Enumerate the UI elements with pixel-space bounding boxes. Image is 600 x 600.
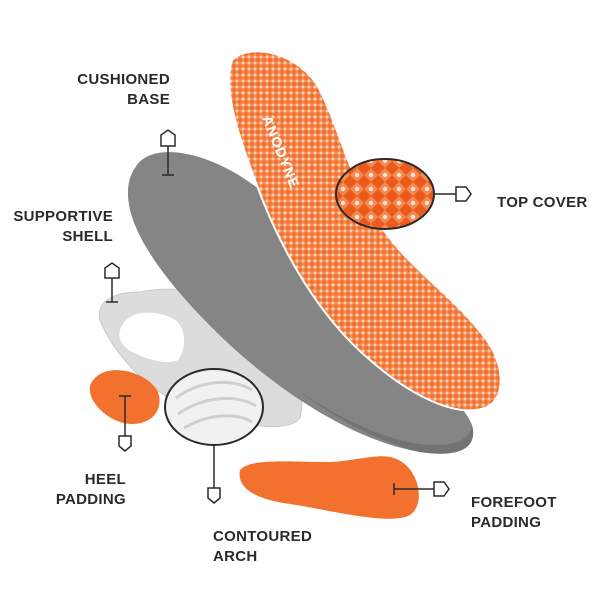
- top-cover-zoom: [335, 158, 435, 230]
- label-top-cover: TOP COVER: [497, 194, 588, 211]
- label-cushioned-base: CUSHIONED BASE: [77, 71, 170, 108]
- shell-heel-cutout: [119, 312, 185, 363]
- forefoot-padding-piece: [239, 456, 419, 519]
- cushioned-base-edge: [300, 392, 474, 454]
- label-forefoot-padding: FOREFOOT PADDING: [471, 494, 557, 531]
- leader-lines: [104, 129, 472, 504]
- label-contoured-arch: CONTOURED ARCH: [213, 528, 313, 565]
- top-cover-piece: [228, 50, 502, 412]
- label-heel-padding: HEEL PADDING: [55, 471, 126, 508]
- label-supportive-shell: SUPPORTIVE SHELL: [13, 208, 113, 245]
- cushioned-base-piece: [127, 152, 474, 454]
- contoured-arch-piece: [164, 368, 264, 446]
